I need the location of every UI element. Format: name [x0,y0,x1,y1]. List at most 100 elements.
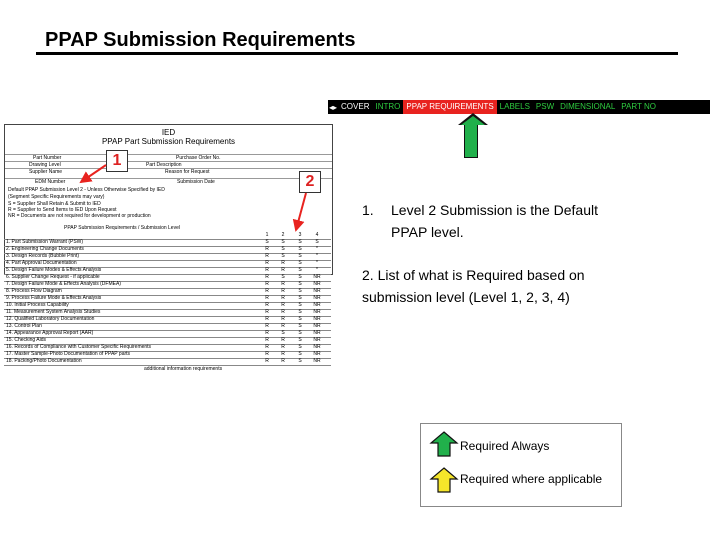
legend-applicable-label: Required where applicable [460,472,603,486]
table-row: 9. Process Failure Mode & Effects Analys… [4,295,331,303]
tab-cover[interactable]: COVER [341,102,370,111]
row-cell: S [298,323,302,329]
tab-intro[interactable]: INTRO [375,102,401,111]
form-row: Part Number Purchase Order No. [5,154,332,162]
row-cell: R [265,344,269,350]
row-cell: S [281,246,285,252]
row-label: 17. Master Sample-Photo Documentation of… [6,351,131,357]
green-arrow-icon [429,431,459,457]
callout-1: 1 [106,150,128,172]
field-label: Reason for Request [165,169,210,175]
bullet-1-number: 1. [362,202,374,218]
row-cell: R [265,288,269,294]
row-label: 9. Process Failure Mode & Effects Analys… [6,295,102,301]
form-heading: PPAP Part Submission Requirements [101,137,236,146]
level-header: 4 [315,232,319,238]
row-label: 10. Initial Process Capability [6,302,69,308]
row-cell: S [281,239,285,245]
slide-title: PPAP Submission Requirements [45,29,356,51]
row-label: 7. Design Failure Mode & Effects Analysi… [6,281,121,287]
table-row: 14. Appearance Approval Report (AAR) R S S N… [4,330,331,338]
table-row: 5. Design Failure Modes & Effects Analys… [4,267,331,275]
row-cell: R [265,351,269,357]
level-header: 2 [281,232,285,238]
row-cell: * [316,267,318,273]
row-label: 1. Part Submission Warrant (PSW) [6,239,84,245]
row-cell: R [265,358,269,364]
row-cell: R [265,309,269,315]
row-label: 16. Records of Compliance with Customer … [6,344,152,350]
row-cell: R [281,309,285,315]
field-label: Part Number [33,155,62,161]
tab-dimensional[interactable]: DIMENSIONAL [560,102,616,111]
row-cell: NR [313,316,321,322]
row-label: 13. Control Plan [6,323,42,329]
row-cell: S [281,330,285,336]
callout-2: 2 [299,171,321,193]
row-cell: NR [313,344,321,350]
row-cell: S [298,260,302,266]
field-label: Purchase Order No. [176,155,221,161]
form-row: Supplier Name Reason for Request [5,168,332,176]
row-cell: R [265,260,269,266]
row-cell: R [281,358,285,364]
bullet-1-line2: PPAP level. [391,224,464,240]
row-cell: R [265,295,269,301]
tab-scroll-icon[interactable]: ◂▸ [329,102,338,112]
tab-ppap-requirements[interactable]: PPAP REQUIREMENTS [403,100,497,114]
bullet-1-line1: Level 2 Submission is the Default [391,202,598,218]
row-cell: S [298,309,302,315]
form-row: Drawing Level Part Description [5,161,332,169]
title-underline [36,52,678,55]
row-cell: S [298,351,302,357]
bullet-2-line1: 2. List of what is Required based on [362,267,585,283]
row-cell: R [281,295,285,301]
row-cell: * [316,246,318,252]
row-cell: R [281,323,285,329]
row-cell: S [298,246,302,252]
row-cell: S [298,253,302,259]
row-cell: R [281,302,285,308]
row-cell: S [298,274,302,280]
row-cell: R [265,316,269,322]
intro-line: (Segment Specific Requirements may vary) [8,194,105,200]
row-label: 12. Qualified Laboratory Documentation [6,316,95,322]
row-label: 14. Appearance Approval Report (AAR) [6,330,94,336]
row-cell: S [298,330,302,336]
tab-labels[interactable]: LABELS [499,102,530,111]
table-row: 16. Records of Compliance with Customer … [4,344,331,352]
tab-part-no[interactable]: PART NO [621,102,656,111]
row-label: 3. Design Records (Bubble Print) [6,253,80,259]
row-cell: R [265,330,269,336]
row-cell: R [281,281,285,287]
row-cell: S [298,302,302,308]
row-cell: S [298,288,302,294]
bullet-2-line2: submission level (Level 1, 2, 3, 4) [362,289,570,305]
row-cell: S [298,344,302,350]
row-cell: S [315,239,319,245]
row-cell: NR [313,288,321,294]
row-cell: R [281,337,285,343]
row-label: 18. Packing/Photo Documentation [6,358,82,364]
row-cell: R [281,344,285,350]
row-label: 6. Supplier Change Request - if applicab… [6,274,100,280]
tab-psw[interactable]: PSW [535,102,555,111]
field-label: EDM Number [35,179,66,185]
row-label: 2. Engineering Change Documents [6,246,84,252]
row-cell: R [265,281,269,287]
row-cell: NR [313,330,321,336]
intro-line: Default PPAP Submission Level 2 - Unless… [8,187,165,193]
row-cell: R [265,253,269,259]
table-row: 17. Master Sample-Photo Documentation of… [4,351,331,359]
